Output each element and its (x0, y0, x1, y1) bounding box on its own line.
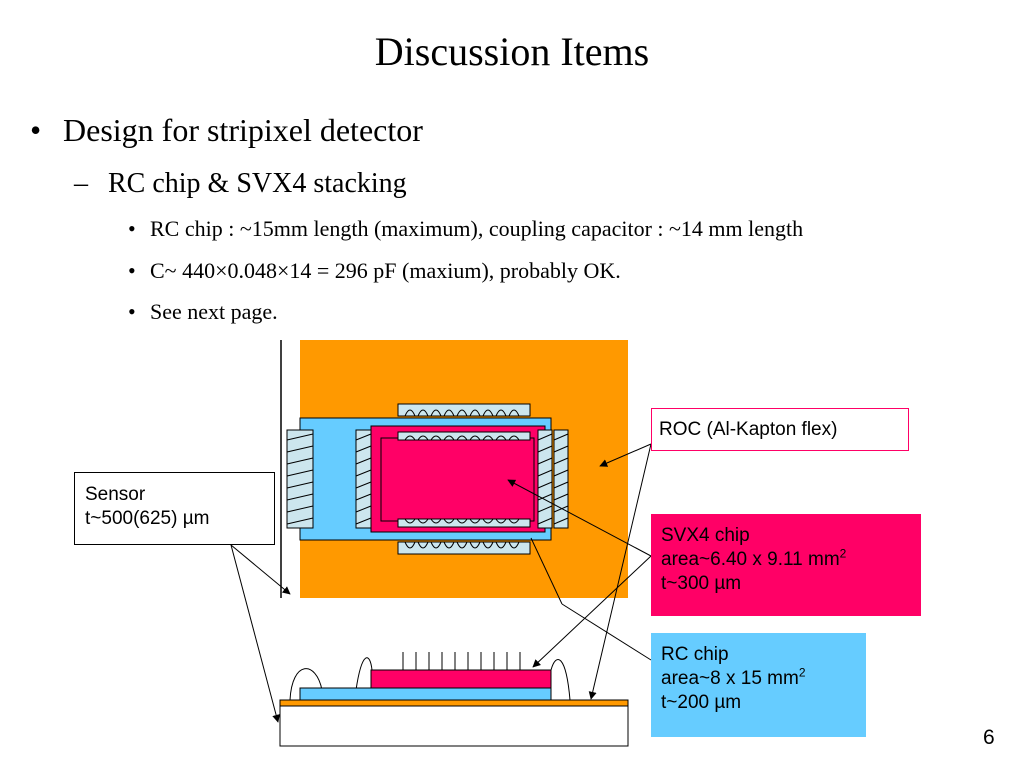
detail-text: RC chip : ~15mm length (maximum), coupli… (150, 216, 804, 241)
svx4-callout: SVX4 chip area~6.40 x 9.11 mm2 t~300 µm (651, 514, 921, 616)
bullet-marker: • (128, 216, 136, 241)
bullet-design-stripixel: • Design for stripixel detector (30, 112, 423, 149)
sensor-side (279, 705, 629, 747)
bullet-marker: • (128, 258, 136, 283)
wire-bonds (286, 403, 569, 555)
detail-item-see-next-page: • See next page. (128, 299, 278, 325)
top-view (280, 340, 628, 598)
roc-flex-side (279, 699, 629, 707)
sensor-label-thickness: t~500(625) µm (85, 508, 210, 529)
detail-text: See next page. (150, 299, 278, 324)
detail-item-capacitance: • C~ 440×0.048×14 = 296 pF (maxium), prob… (128, 258, 621, 284)
page-number: 6 (983, 726, 995, 749)
roc-label: ROC (Al-Kapton flex) (659, 419, 838, 440)
bullet-marker: • (30, 112, 42, 148)
rc-chip-side (299, 687, 552, 701)
dash-marker: – (74, 168, 88, 199)
subbullet-rc-svx4-stacking: –RC chip & SVX4 stacking (74, 168, 407, 200)
sensor-label-name: Sensor (85, 484, 146, 505)
side-view (279, 652, 629, 747)
svx4-chip-inner (380, 437, 535, 522)
bullet-marker: • (128, 299, 136, 324)
page-title: Discussion Items (374, 29, 650, 74)
callout-arrows (230, 443, 652, 723)
bullet-text: Design for stripixel detector (63, 112, 423, 148)
subbullet-text: RC chip & SVX4 stacking (108, 168, 407, 199)
bond-bottom-inner (397, 518, 531, 528)
detail-item-rc-chip-length: • RC chip : ~15mm length (maximum), coupl… (128, 216, 803, 242)
roc-callout: ROC (Al-Kapton flex) (651, 408, 909, 451)
sensor-callout: Sensor t~500(625) µm (74, 472, 275, 545)
svx4-chip-side (370, 669, 552, 689)
svx4-label-thickness: t~300 µm (661, 573, 742, 594)
rc-label-thickness: t~200 µm (661, 692, 742, 713)
bond-left-sensor (286, 429, 314, 529)
bond-right-flex (553, 429, 569, 529)
bond-top-inner (397, 431, 531, 441)
rc-label-area: area~8 x 15 mm2 (661, 665, 806, 689)
detail-text: C~ 440×0.048×14 = 296 pF (maxium), proba… (150, 258, 621, 283)
svx4-label-area: area~6.40 x 9.11 mm2 (661, 546, 847, 570)
rc-label-name: RC chip (661, 644, 729, 665)
bond-left-chip (355, 429, 372, 529)
svx4-label-name: SVX4 chip (661, 525, 750, 546)
bond-right-chip (537, 429, 553, 529)
rc-callout: RC chip area~8 x 15 mm2 t~200 µm (651, 633, 866, 737)
